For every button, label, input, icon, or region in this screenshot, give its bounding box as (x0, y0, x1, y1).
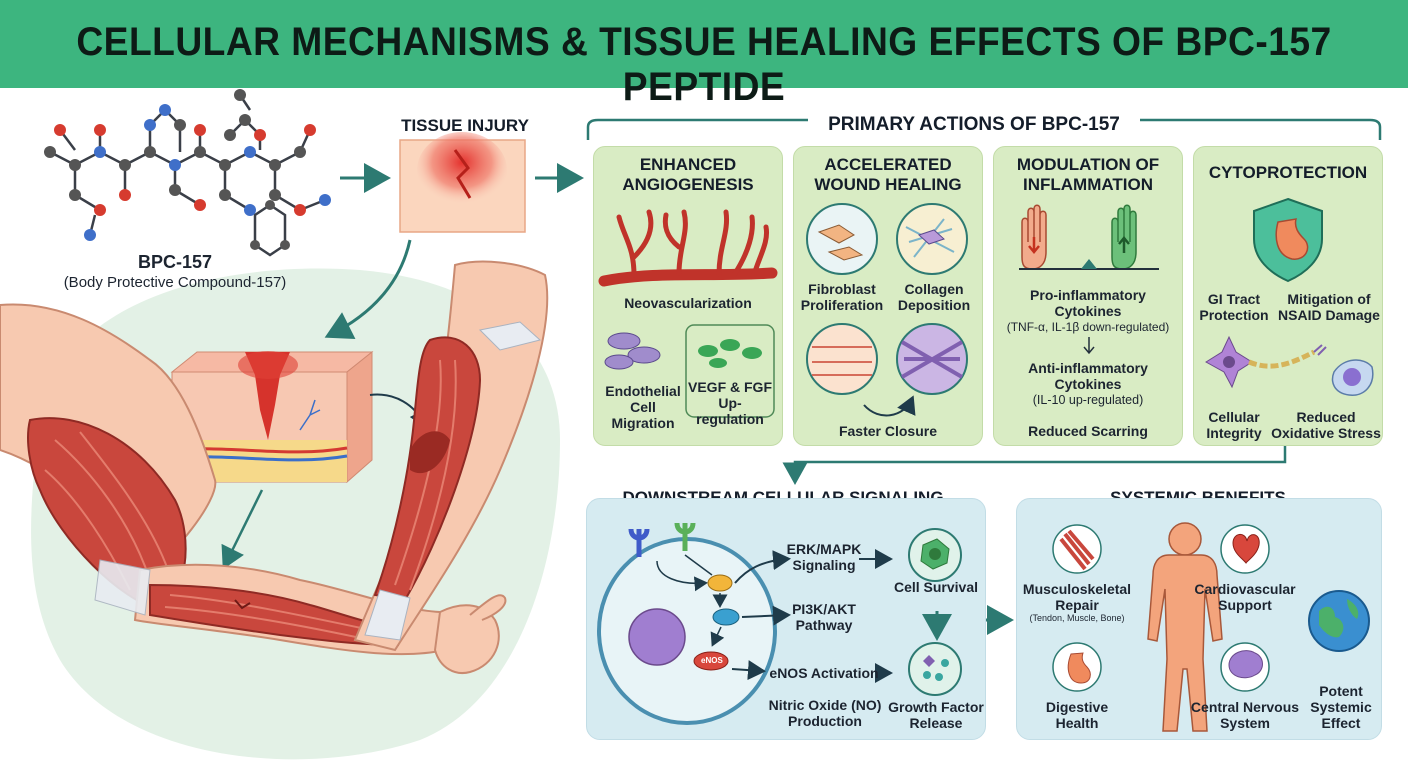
body-organs-diagram (1052, 522, 1370, 732)
fibroblast-label-1: Fibroblast (808, 281, 876, 297)
faster-closure-label: Faster Closure (838, 423, 938, 439)
musculoskeletal-detail: (Tendon, Muscle, Bone) (1029, 613, 1125, 623)
endothelial-label-1: Endothelial (605, 383, 681, 399)
wound-title-line1: ACCELERATED (824, 155, 952, 174)
card-wound-healing: ACCELERATED WOUND HEALING Fibroblast Pro… (793, 146, 983, 446)
cell-survival-label: Cell Survival (893, 579, 979, 595)
title-banner: CELLULAR MECHANISMS & TISSUE HEALING EFF… (0, 0, 1408, 109)
primary-actions-title: PRIMARY ACTIONS OF BPC-157 (828, 114, 1120, 135)
potent-label-1: Potent (1319, 683, 1363, 699)
molecule-fullname: (Body Protective Compound-157) (63, 274, 287, 291)
anti-inflammatory-detail: (IL-10 up-regulated) (1032, 393, 1144, 407)
collagen-label-2: Deposition (897, 297, 971, 313)
arm-illustration (0, 260, 549, 674)
digestive-label-1: Digestive (1045, 699, 1109, 715)
pro-inflammatory-detail: (TNF-α, IL-1β down-regulated) (1006, 320, 1170, 334)
pro-inflammatory-label-1: Pro-inflammatory (1030, 287, 1146, 303)
reduced-scarring-label: Reduced Scarring (1028, 423, 1148, 439)
molecule-name: BPC-157 (137, 252, 213, 272)
vegf-label-2: Up-regulation (696, 395, 764, 427)
anti-inflammatory-label-1: Anti-inflammatory (1028, 360, 1148, 376)
card-inflammation: MODULATION OF INFLAMMATION Pro-inflammat… (993, 146, 1183, 446)
growth-factor-label-1: Growth Factor (888, 699, 984, 715)
gi-tract-label-2: Protection (1199, 307, 1269, 323)
blood-vessel-icon (598, 209, 778, 418)
shield-stomach-icon (1205, 197, 1374, 396)
cellular-integrity-label-2: Integrity (1206, 425, 1262, 441)
cns-label-2: System (1220, 715, 1270, 731)
nsaid-label-2: NSAID Damage (1278, 307, 1380, 323)
pro-inflammatory-label-2: Cytokines (1054, 303, 1122, 319)
collagen-label-1: Collagen (904, 281, 964, 297)
balance-hands-icon (1019, 204, 1159, 355)
growth-factor-label-2: Release (909, 715, 963, 731)
oxidative-label-2: Oxidative Stress (1271, 425, 1381, 441)
pi3k-label-2: Pathway (795, 617, 853, 633)
cytoprotection-title: CYTOPROTECTION (1208, 163, 1368, 182)
signaling-panel: eNOS ERK/MAPK Signaling PI3K/AKT Pathway… (586, 498, 986, 740)
angiogenesis-title-line2: ANGIOGENESIS (622, 175, 754, 194)
nsaid-label-1: Mitigation of (1287, 291, 1371, 307)
enos-activation-label: eNOS Activation (769, 665, 879, 681)
page-title: CELLULAR MECHANISMS & TISSUE HEALING EFF… (76, 20, 1332, 109)
vegf-label-1: VEGF & FGF (688, 379, 772, 395)
enos-badge: eNOS (701, 656, 723, 665)
neovascularization-label: Neovascularization (624, 295, 752, 311)
endothelial-label-2: Cell Migration (611, 399, 675, 431)
nitric-oxide-label-1: Nitric Oxide (NO) (768, 697, 882, 713)
potent-label-3: Effect (1321, 715, 1361, 731)
systemic-panel: Musculoskeletal Repair (Tendon, Muscle, … (1016, 498, 1382, 740)
cellular-integrity-label-1: Cellular (1208, 409, 1260, 425)
erk-label-2: Signaling (792, 557, 856, 573)
fibroblast-label-2: Proliferation (800, 297, 884, 313)
card-cytoprotection: CYTOPROTECTION GI Tract Protection Mitig… (1193, 146, 1383, 446)
cns-label-1: Central Nervous (1190, 699, 1300, 715)
inflammation-title-line2: INFLAMMATION (1023, 175, 1153, 194)
tissue-injury-label: TISSUE INJURY (401, 116, 529, 135)
wound-title-line2: WOUND HEALING (814, 175, 962, 194)
card-angiogenesis: ENHANCED ANGIOGENESIS Neovascularization… (593, 146, 783, 446)
angiogenesis-title-line1: ENHANCED (639, 155, 737, 174)
digestive-label-2: Health (1055, 715, 1099, 731)
oxidative-label-1: Reduced (1296, 409, 1356, 425)
cell-signaling-diagram (597, 522, 962, 725)
inflammation-title-line1: MODULATION OF (1016, 155, 1160, 174)
gi-tract-label-1: GI Tract (1207, 291, 1261, 307)
anti-inflammatory-label-2: Cytokines (1054, 376, 1122, 392)
musculoskeletal-label-2: Repair (1055, 597, 1099, 613)
molecule-atoms (44, 89, 331, 250)
cardiovascular-label-1: Cardiovascular (1194, 581, 1296, 597)
musculoskeletal-label-1: Musculoskeletal (1022, 581, 1132, 597)
cardiovascular-label-2: Support (1218, 597, 1272, 613)
erk-label-1: ERK/MAPK (786, 541, 862, 557)
fibroblast-collagen-icon (806, 203, 968, 417)
pi3k-label-1: PI3K/AKT (792, 601, 856, 617)
potent-label-2: Systemic (1310, 699, 1372, 715)
nitric-oxide-label-2: Production (788, 713, 862, 729)
